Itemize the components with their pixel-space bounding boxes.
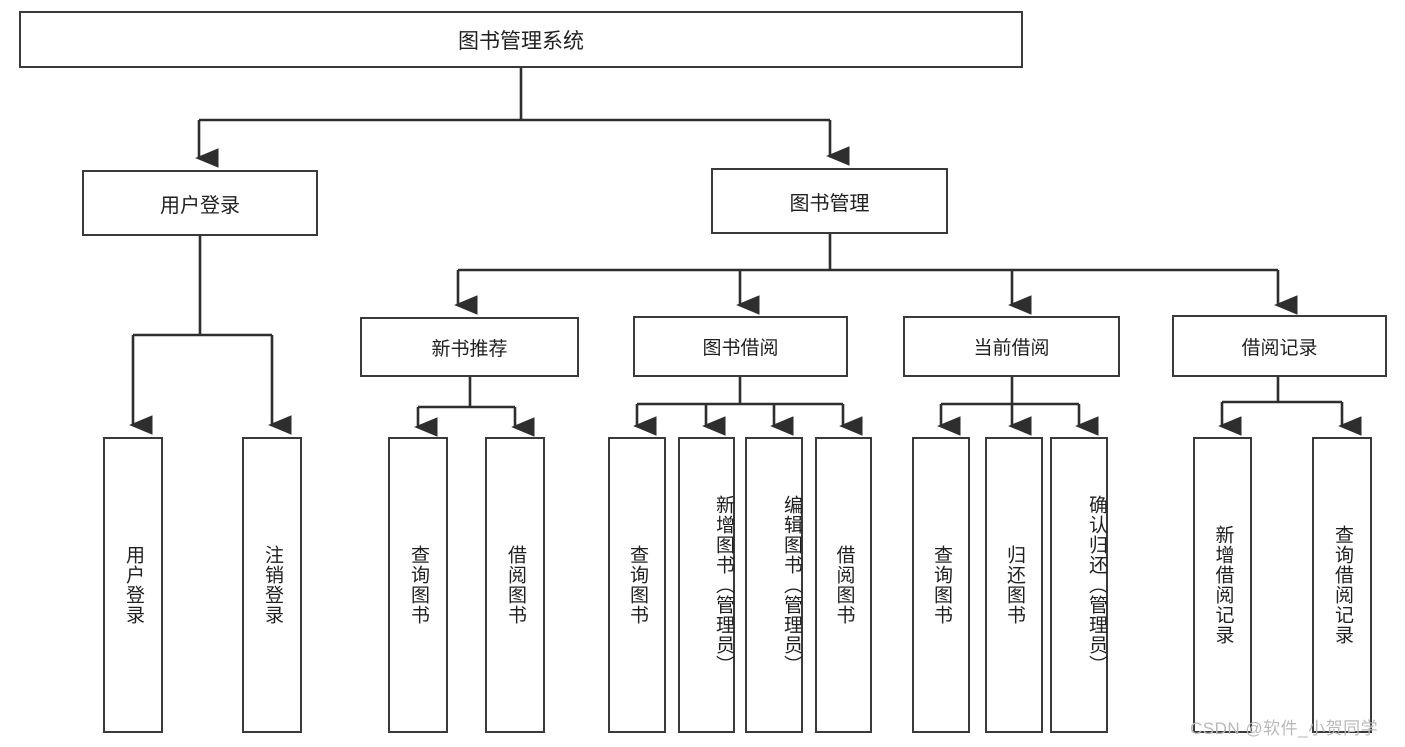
node-leaf-return-book[interactable]: 归还图书 bbox=[985, 437, 1043, 733]
node-leaf-borrow-book[interactable]: 借阅图书 bbox=[815, 437, 872, 733]
node-leaf-logout[interactable]: 注销登录 bbox=[242, 437, 302, 733]
node-level2-current-borrow[interactable]: 当前借阅 bbox=[903, 316, 1120, 377]
node-leaf-query-book-borrow[interactable]: 查询图书 bbox=[608, 437, 666, 733]
node-leaf-edit-book-admin[interactable]: 编辑图书（管理员） bbox=[745, 437, 803, 733]
node-level2-new-book-recommend[interactable]: 新书推荐 bbox=[360, 317, 579, 377]
node-leaf-confirm-return-admin[interactable]: 确认归还（管理员） bbox=[1050, 437, 1108, 733]
node-leaf-query-book-recommend[interactable]: 查询图书 bbox=[388, 437, 448, 733]
node-leaf-add-borrow-record[interactable]: 新增借阅记录 bbox=[1193, 437, 1252, 733]
node-leaf-user-login[interactable]: 用户登录 bbox=[103, 437, 163, 733]
node-leaf-add-book-admin[interactable]: 新增图书（管理员） bbox=[678, 437, 735, 733]
node-leaf-query-borrow-record[interactable]: 查询借阅记录 bbox=[1312, 437, 1372, 733]
node-leaf-borrow-book-recommend[interactable]: 借阅图书 bbox=[485, 437, 545, 733]
node-root[interactable]: 图书管理系统 bbox=[19, 11, 1023, 68]
node-leaf-query-book-current[interactable]: 查询图书 bbox=[912, 437, 970, 733]
node-level2-book-borrow[interactable]: 图书借阅 bbox=[633, 316, 848, 377]
node-level1-user-login[interactable]: 用户登录 bbox=[82, 170, 318, 236]
node-level1-book-management[interactable]: 图书管理 bbox=[711, 168, 948, 234]
csdn-watermark: CSDN @软件_小贺同学 bbox=[1190, 719, 1379, 738]
node-level2-borrow-record[interactable]: 借阅记录 bbox=[1172, 315, 1387, 377]
